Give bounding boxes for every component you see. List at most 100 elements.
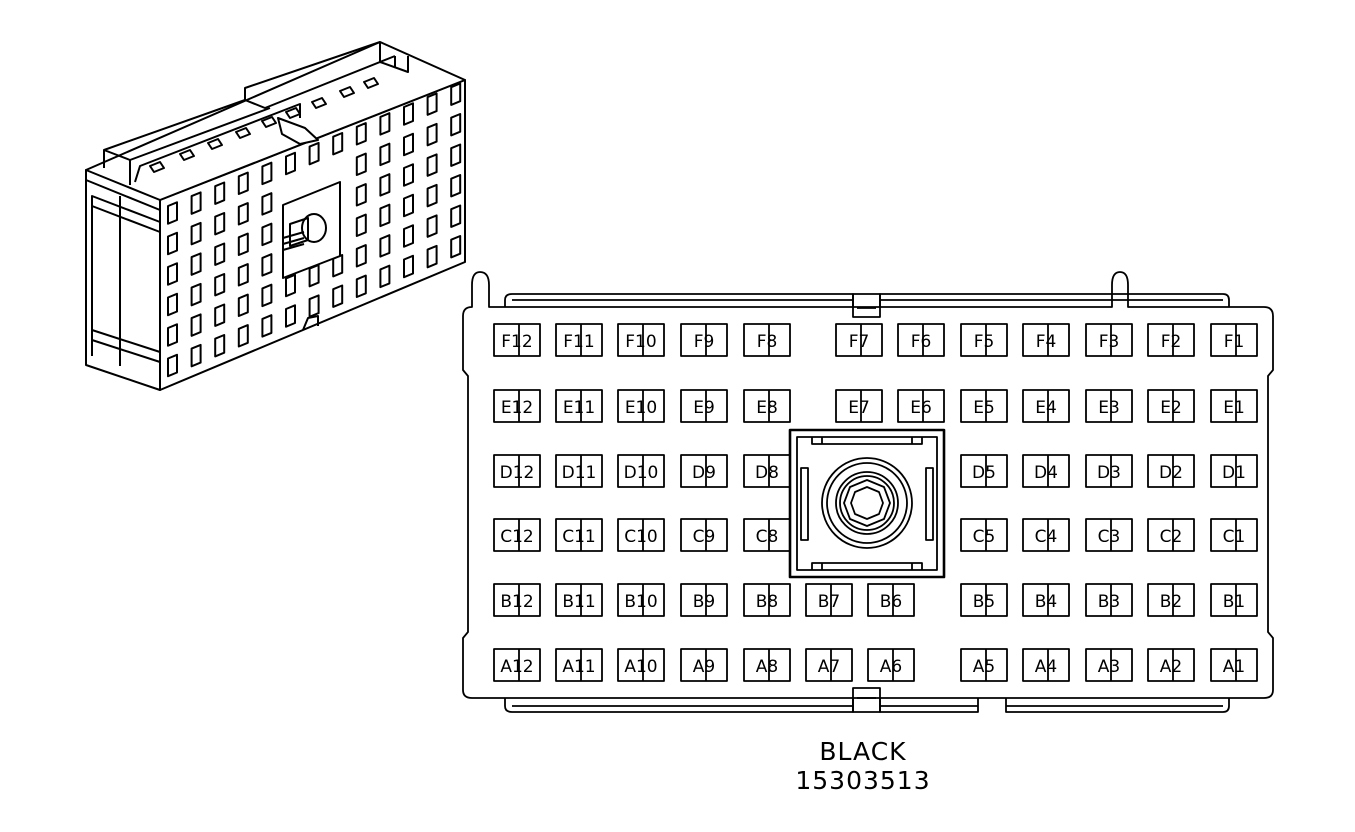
pin-cavity-box <box>555 389 603 423</box>
pin-cavity-box <box>960 583 1008 617</box>
pin-cavity: C11 <box>555 518 603 552</box>
pin-label: F5 <box>974 332 995 352</box>
pin-cavity-box <box>555 648 603 682</box>
iso-cavity <box>167 262 178 286</box>
pin-cavity-box <box>493 323 541 357</box>
pin-label: B10 <box>624 592 657 612</box>
pin-cavity: F1 <box>1210 323 1258 357</box>
iso-cavity <box>403 132 414 157</box>
iso-cavity <box>190 313 202 337</box>
iso-top-slot <box>311 97 327 109</box>
pin-cavity-box <box>960 454 1008 488</box>
pin-cavity: B1 <box>1210 583 1258 617</box>
pin-cavity-box <box>617 648 665 682</box>
pin-label: E3 <box>1098 398 1120 418</box>
pin-label: E10 <box>625 398 657 418</box>
iso-cavity <box>167 353 178 378</box>
face-bottom-rail-left <box>504 698 854 713</box>
pin-cavity-box <box>680 583 728 617</box>
pin-cavity: F8 <box>743 323 791 357</box>
iso-cavity <box>355 122 367 146</box>
pin-cavity-box <box>555 518 603 552</box>
face-bottom-rail-mid <box>879 698 979 713</box>
pin-label: B12 <box>500 592 533 612</box>
pin-cavity-box <box>743 323 791 357</box>
iso-cavity <box>261 192 273 216</box>
pin-cavity: E11 <box>555 389 603 423</box>
connector-part-number: 15303513 <box>795 766 931 795</box>
pin-label: E2 <box>1160 398 1182 418</box>
iso-cavity <box>190 282 202 307</box>
iso-cavity <box>190 343 202 368</box>
iso-cavity <box>332 284 344 308</box>
pin-cavity: A8 <box>743 648 791 682</box>
iso-cavity <box>261 161 273 186</box>
pin-cavity: E2 <box>1147 389 1195 423</box>
pin-label: B3 <box>1098 592 1120 612</box>
pin-label: B11 <box>562 592 595 612</box>
pin-label: A6 <box>880 657 902 677</box>
iso-cavity <box>214 212 226 236</box>
connector-isometric-view <box>85 41 466 391</box>
pin-label: E8 <box>756 398 778 418</box>
pin-cavity-box <box>1210 583 1258 617</box>
pin-cavity: B8 <box>743 583 791 617</box>
pin-cavity: A11 <box>555 648 603 682</box>
pin-label: F11 <box>563 332 594 352</box>
iso-cavity <box>285 273 296 298</box>
pin-label: A12 <box>500 657 533 677</box>
pin-cavity-box <box>743 518 791 552</box>
pin-cavity: B3 <box>1085 583 1133 617</box>
pin-cavity: E1 <box>1210 389 1258 423</box>
pin-cavity-box <box>617 518 665 552</box>
iso-cavity <box>261 253 273 277</box>
pin-cavity-box <box>680 454 728 488</box>
pin-cavity-box <box>493 454 541 488</box>
pin-cavity-box <box>1147 323 1195 357</box>
pin-cavity: F7 <box>835 323 883 357</box>
iso-cavity <box>355 213 367 237</box>
pin-cavity: E7 <box>835 389 883 423</box>
pin-label: B2 <box>1160 592 1182 612</box>
pin-cavity-box <box>805 648 853 682</box>
pin-label: B7 <box>818 592 840 612</box>
pin-cavity-box <box>1210 323 1258 357</box>
pin-cavity-box <box>617 323 665 357</box>
pin-label: F9 <box>694 332 715 352</box>
pin-cavity-box <box>835 389 883 423</box>
face-center-hex <box>843 479 891 527</box>
pin-label: C12 <box>500 527 534 547</box>
pin-cavity: C1 <box>1210 518 1258 552</box>
pin-label: C10 <box>624 527 658 547</box>
pin-label: E5 <box>973 398 995 418</box>
iso-cavity <box>237 324 249 348</box>
iso-latch-tab <box>277 117 319 145</box>
pin-label: E7 <box>848 398 870 418</box>
pin-cavity: F4 <box>1022 323 1070 357</box>
pin-cavity-box <box>1022 518 1070 552</box>
pin-label: E6 <box>910 398 932 418</box>
pin-cavity-box <box>1022 648 1070 682</box>
pin-label: D10 <box>624 463 659 483</box>
pin-cavity-box <box>617 389 665 423</box>
pin-cavity: F6 <box>897 323 945 357</box>
iso-cavity <box>167 292 178 317</box>
pin-label: B6 <box>880 592 902 612</box>
iso-cavity <box>426 153 438 177</box>
iso-cavity <box>190 221 202 246</box>
pin-cavity-box <box>1147 583 1195 617</box>
pin-label: D12 <box>500 463 535 483</box>
pin-cavity-box <box>1147 648 1195 682</box>
pin-cavity: A5 <box>960 648 1008 682</box>
pin-label: F12 <box>501 332 532 352</box>
pin-cavity-box <box>960 389 1008 423</box>
pin-cavity: F5 <box>960 323 1008 357</box>
iso-cavity <box>190 191 202 215</box>
pin-cavity: D9 <box>680 454 728 488</box>
pin-cavity-box <box>743 454 791 488</box>
pin-label: A7 <box>818 657 840 677</box>
pin-cavity: C10 <box>617 518 665 552</box>
pin-cavity: C5 <box>960 518 1008 552</box>
pin-cavity-box <box>1147 518 1195 552</box>
iso-cavity <box>450 204 462 228</box>
